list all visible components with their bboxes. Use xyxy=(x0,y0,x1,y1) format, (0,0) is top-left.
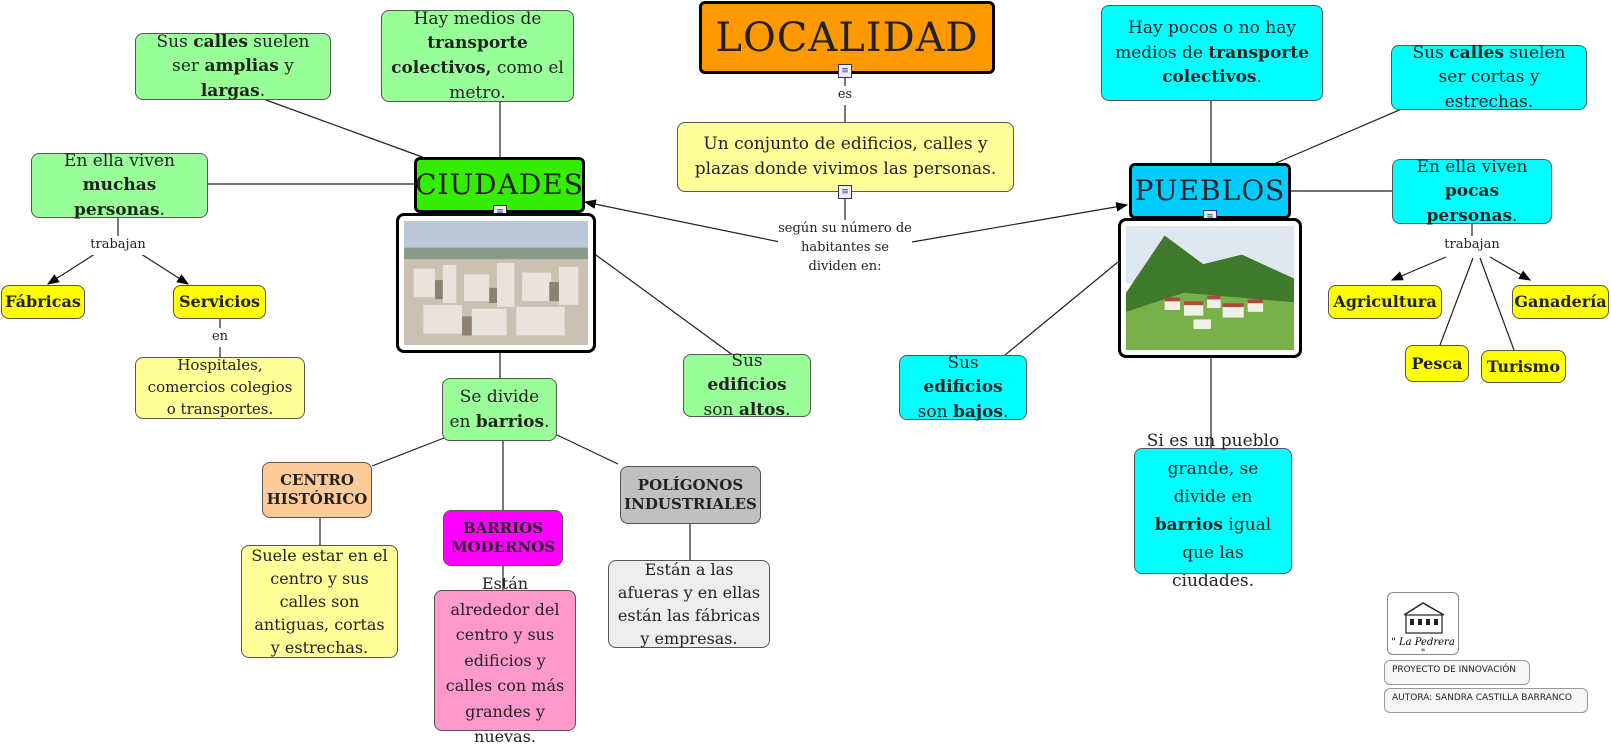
barrios-modernos-detail-text: Están alrededor del centro y sus edifici… xyxy=(445,573,565,747)
servicios-text: Servicios xyxy=(178,292,261,312)
centro-historico-node: CENTRO HISTÓRICO xyxy=(262,462,372,518)
link-label-divide: según su número de habitantes se dividen… xyxy=(778,220,912,277)
concept-links xyxy=(46,72,1532,590)
pesca-text: Pesca xyxy=(1411,353,1463,373)
ciudades-calles-text: Sus calles suelen ser amplias y largas. xyxy=(156,31,310,101)
servicios-node: Servicios xyxy=(173,285,266,319)
ciudades-edificios-text: Sus edificios son altos. xyxy=(703,350,791,420)
agricultura-node: Agricultura xyxy=(1328,285,1442,319)
ciudades-title: CIUDADES xyxy=(415,167,584,201)
ganaderia-node: Ganadería xyxy=(1512,285,1609,319)
link-label-trabajan: trabajan xyxy=(88,236,148,255)
turismo-node: Turismo xyxy=(1481,350,1566,383)
fabricas-text: Fábricas xyxy=(5,292,81,312)
poligonos-detail: Están a las afueras y en ellas están las… xyxy=(608,560,770,648)
village-image xyxy=(1126,226,1294,350)
note-icon[interactable]: ≡ xyxy=(838,185,852,199)
ciudades-transporte-text: Hay medios de transporte colectivos, com… xyxy=(391,8,564,103)
pueblos-node: PUEBLOS xyxy=(1129,163,1291,219)
ciudades-barrios-text: Se divide en barrios. xyxy=(449,386,550,432)
ciudades-barrios-node: Se divide en barrios. xyxy=(442,378,557,441)
note-icon[interactable]: ≡ xyxy=(838,64,852,78)
agricultura-text: Agricultura xyxy=(1333,292,1437,312)
definition-text: Un conjunto de edificios, calles y plaza… xyxy=(694,134,997,179)
poligonos-node: POLÍGONOS INDUSTRIALES xyxy=(620,466,761,524)
credit-project: PROYECTO DE INNOVACIÓN xyxy=(1384,660,1530,685)
turismo-text: Turismo xyxy=(1486,356,1561,376)
school-building-icon xyxy=(1403,602,1445,634)
link-label-es: es xyxy=(833,86,857,105)
pueblos-grande-text: Si es un pueblo grande, se divide en bar… xyxy=(1146,430,1280,592)
centro-historico-title: CENTRO HISTÓRICO xyxy=(266,470,368,509)
pueblos-title: PUEBLOS xyxy=(1134,173,1286,207)
pueblos-edificios-text: Sus edificios son bajos. xyxy=(917,352,1009,422)
centro-historico-detail-text: Suele estar en el centro y sus calles so… xyxy=(251,545,388,658)
poligonos-title: POLÍGONOS INDUSTRIALES xyxy=(624,475,757,514)
servicios-detail-node: Hospitales, comercios colegios o transpo… xyxy=(135,356,305,419)
ciudades-transporte-node: Hay medios de transporte colectivos, com… xyxy=(381,9,574,103)
ciudades-personas-text: En ella viven muchas personas. xyxy=(64,150,175,220)
pueblos-personas-node: En ella viven pocas personas. xyxy=(1392,157,1552,226)
pueblos-calles-text: Sus calles suelen ser cortas y estrechas… xyxy=(1412,42,1566,112)
barrios-modernos-node: BARRIOS MODERNOS xyxy=(443,510,563,566)
definition-node: Un conjunto de edificios, calles y plaza… xyxy=(677,122,1014,192)
barrios-modernos-detail: Están alrededor del centro y sus edifici… xyxy=(434,574,576,746)
school-logo-text: " La Pedrera " xyxy=(1391,637,1455,659)
pueblos-grande-node: Si es un pueblo grande, se divide en bar… xyxy=(1134,431,1292,591)
ciudades-personas-node: En ella viven muchas personas. xyxy=(31,151,208,220)
fabricas-node: Fábricas xyxy=(1,285,85,319)
barrios-modernos-title: BARRIOS MODERNOS xyxy=(450,518,556,557)
school-logo: " La Pedrera " xyxy=(1387,592,1459,659)
pueblos-edificios-node: Sus edificios son bajos. xyxy=(899,353,1027,422)
city-photo xyxy=(396,213,596,353)
servicios-detail-text: Hospitales, comercios colegios o transpo… xyxy=(147,356,293,418)
localidad-title-text: LOCALIDAD xyxy=(715,14,979,61)
localidad-title: LOCALIDAD xyxy=(699,1,995,74)
ciudades-edificios-node: Sus edificios son altos. xyxy=(683,351,811,420)
credit-author: AUTORA: SANDRA CASTILLA BARRANCO xyxy=(1384,688,1588,713)
link-label-en: en xyxy=(208,328,232,347)
centro-historico-detail: Suele estar en el centro y sus calles so… xyxy=(241,545,398,658)
ganaderia-text: Ganadería xyxy=(1514,292,1607,312)
pueblos-calles-node: Sus calles suelen ser cortas y estrechas… xyxy=(1391,43,1587,112)
poligonos-detail-text: Están a las afueras y en ellas están las… xyxy=(617,559,761,649)
city-image xyxy=(404,221,588,345)
village-photo xyxy=(1118,218,1302,358)
ciudades-calles-node: Sus calles suelen ser amplias y largas. xyxy=(135,32,331,101)
pueblos-personas-text: En ella viven pocas personas. xyxy=(1416,156,1528,226)
pesca-node: Pesca xyxy=(1405,345,1469,382)
link-label-trabajan: trabajan xyxy=(1442,236,1502,255)
pueblos-transporte-text: Hay pocos o no hay medios de transporte … xyxy=(1115,18,1309,88)
pueblos-transporte-node: Hay pocos o no hay medios de transporte … xyxy=(1101,5,1323,101)
